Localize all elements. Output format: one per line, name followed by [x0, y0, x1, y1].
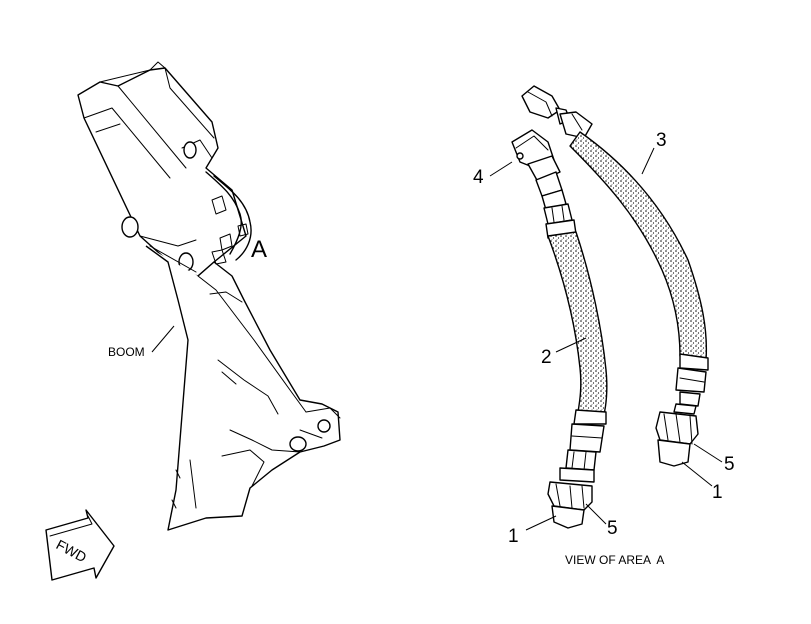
- callout-5-right: 5: [724, 454, 735, 475]
- boom-hydraulic-line: [213, 175, 252, 261]
- view-area-a: 4 3 2 1 5 1 5 VIEW OF AREA A: [473, 85, 735, 567]
- fwd-arrow: FWD: [45, 509, 115, 581]
- callout-1-left: 1: [508, 526, 519, 547]
- pin-boss: [289, 436, 307, 452]
- hose-collar: [573, 409, 607, 425]
- hose-ferrule: [569, 423, 605, 453]
- pin-boss: [183, 141, 197, 159]
- fwd-arrow-icon: [45, 509, 115, 581]
- callout-5-left: 5: [607, 518, 618, 539]
- boom-upper-plate: [77, 67, 247, 277]
- hose-assembly-2: [511, 129, 608, 529]
- callout-3: 3: [656, 130, 667, 151]
- pin-boss: [317, 419, 331, 433]
- hose-assembly-3: [521, 85, 709, 467]
- callout-1-right: 1: [712, 482, 723, 503]
- area-a-marker: A: [251, 236, 267, 263]
- view-caption: VIEW OF AREA A: [565, 553, 664, 567]
- connector-1: [657, 439, 691, 467]
- callout-2: 2: [541, 347, 552, 368]
- boom-assembly: BOOM A: [77, 61, 341, 531]
- boom-lower-arm: [145, 245, 341, 531]
- callout-4: 4: [473, 167, 484, 188]
- hose-2: [547, 231, 608, 415]
- swivel-nut: [521, 85, 561, 119]
- boom-label: BOOM: [108, 345, 145, 359]
- connector-1: [551, 505, 585, 529]
- hose-collar: [679, 353, 709, 371]
- hose-end-fitting: [559, 111, 593, 139]
- pin-boss: [121, 216, 139, 238]
- boom-hydraulic-line: [205, 171, 242, 255]
